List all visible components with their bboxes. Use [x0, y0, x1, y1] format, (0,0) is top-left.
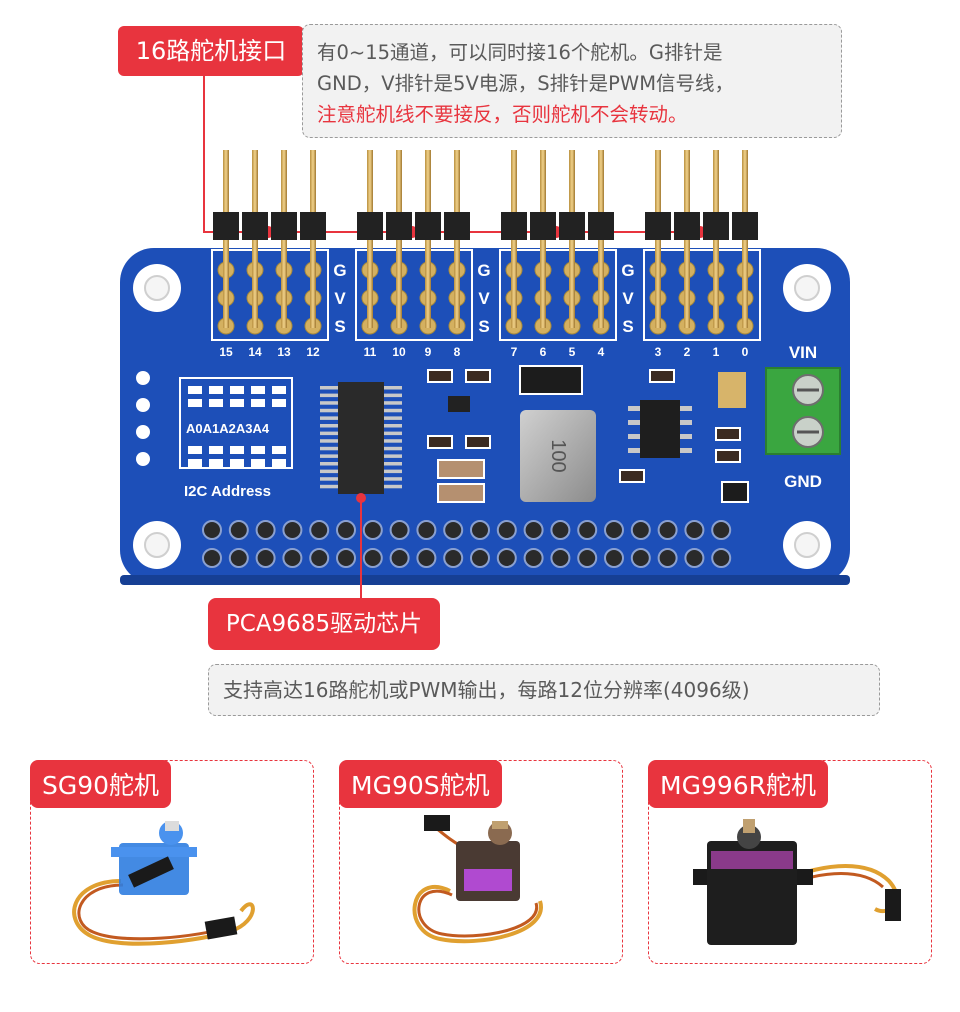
gvs-row-label: V: [478, 289, 490, 308]
channel-number: 1: [713, 345, 720, 359]
channel-number: 15: [219, 345, 233, 359]
gvs-row-label: S: [622, 317, 633, 336]
vin-label: VIN: [789, 343, 817, 362]
pca9685-chip: [320, 382, 402, 494]
servo-header-group: [499, 150, 617, 341]
i2c-address-label: I2C Address: [184, 483, 271, 500]
left-edge-pads: [136, 371, 150, 466]
smd-components: [427, 365, 749, 503]
servo-header-group: [355, 150, 473, 341]
servo-header-group: [643, 150, 761, 341]
servo-card-mg90s: MG90S舵机: [339, 760, 623, 964]
channel-number: 8: [454, 345, 461, 359]
chip-pointer-line: [356, 493, 366, 600]
inductor-marking: 100: [547, 439, 569, 472]
servo-header-group: [211, 150, 329, 341]
gvs-row-label: S: [478, 317, 489, 336]
channel-number: 7: [511, 345, 518, 359]
channel-number: 0: [742, 345, 749, 359]
servo-card-mg996r: MG996R舵机: [648, 760, 932, 964]
pcb-board: [120, 248, 850, 584]
channel-number: 10: [392, 345, 406, 359]
channel-number: 14: [248, 345, 262, 359]
servo-interface-note: 有0~15通道，可以同时接16个舵机。G排针是 GND，V排针是5V电源，S排针…: [302, 24, 842, 138]
gvs-row-label: V: [334, 289, 346, 308]
i2c-address-jumpers: A0A1A2A3A4 I2C Address: [179, 377, 293, 500]
gvs-row-label: G: [621, 261, 634, 280]
gvs-row-label: G: [333, 261, 346, 280]
mg90s-servo-image: [412, 815, 543, 944]
power-terminal-block: VIN GND: [765, 343, 841, 491]
channel-number: 12: [306, 345, 320, 359]
channel-number: 11: [364, 345, 377, 359]
gpio-header-holes: [202, 520, 732, 568]
gvs-row-label: S: [334, 317, 345, 336]
chip-tag: PCA9685驱动芯片: [208, 598, 440, 650]
mounting-holes: [133, 264, 831, 569]
gnd-label: GND: [784, 472, 822, 491]
channel-number: 3: [655, 345, 662, 359]
gvs-row-label: V: [622, 289, 634, 308]
servo-card-sg90: SG90舵机: [30, 760, 314, 964]
servo-name-tag: MG90S舵机: [339, 760, 502, 808]
channel-number: 13: [277, 345, 291, 359]
servo-name-tag: SG90舵机: [30, 760, 172, 808]
channel-number: 6: [540, 345, 547, 359]
address-bits-label: A0A1A2A3A4: [186, 421, 270, 436]
power-inductor: 100: [520, 410, 596, 502]
servo-header-groups: [211, 150, 761, 341]
channel-number: 5: [569, 345, 576, 359]
mg996r-servo-image: [693, 819, 901, 945]
note-line-1: 有0~15通道，可以同时接16个舵机。G排针是: [317, 41, 723, 64]
eight-pin-ic: [628, 400, 692, 458]
channel-number: 2: [684, 345, 691, 359]
servo-name-tag: MG996R舵机: [648, 760, 829, 808]
channel-number: 9: [425, 345, 432, 359]
gvs-row-label: G: [477, 261, 490, 280]
sg90-servo-image: [72, 821, 255, 946]
servo-interface-tag: 16路舵机接口: [118, 26, 304, 76]
note-warning-line: 注意舵机线不要接反，否则舵机不会转动。: [317, 103, 688, 126]
note-line-2: GND，V排针是5V电源，S排针是PWM信号线，: [317, 72, 735, 95]
channel-number: 4: [598, 345, 605, 359]
chip-note: 支持高达16路舵机或PWM输出，每路12位分辨率(4096级): [208, 664, 880, 716]
